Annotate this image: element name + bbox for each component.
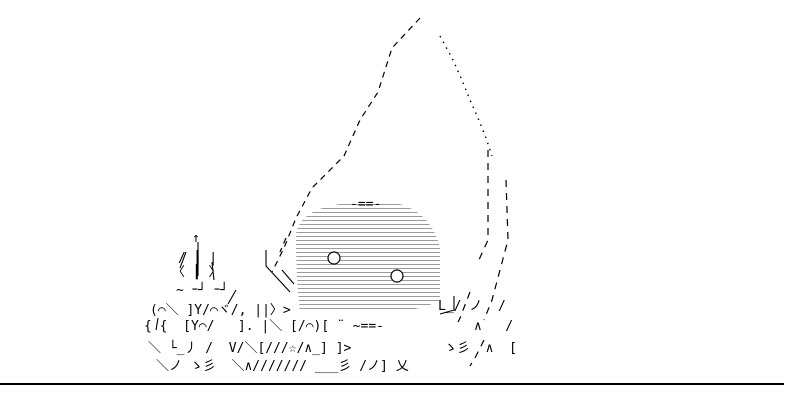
art-fragment: ＼ └_丿 / V/＼[///☆/∧_] ]> <box>148 341 352 356</box>
art-fragment: 〈 ┃ 〉 <box>172 265 222 280</box>
art-fragment: { { [Y⌒/ ]. |＼ [/⌒)[ ¨ ~==- <box>144 319 384 334</box>
eye-left <box>327 251 341 265</box>
orb-body <box>296 204 440 312</box>
outline-left <box>271 17 421 273</box>
art-fragment: ↑ <box>192 231 200 246</box>
art-fragment: L_/ ノ / <box>438 299 506 314</box>
art-fragment: ∧ / <box>474 319 514 334</box>
outline-right <box>457 150 509 367</box>
art-fragment: ＼ノ ゝ彡 ＼∧/////// ___彡 /ノ] 乂 <box>156 359 409 374</box>
art-fragment: (⌒＼ ]Y/⌒ヾ/, ||〉> <box>150 303 291 318</box>
art-fragment: ~ ｰ┘ ｰ┘ <box>176 283 229 298</box>
art-fragment: ゝ彡 ∧ [ <box>444 341 517 356</box>
art-fragment: -==- <box>350 197 382 212</box>
outline-right-dots <box>439 35 493 157</box>
baseline-rule <box>0 383 784 385</box>
small-figure-lines <box>155 242 455 331</box>
art-fragment: / ┃ | <box>178 251 218 266</box>
eye-right <box>390 269 404 283</box>
